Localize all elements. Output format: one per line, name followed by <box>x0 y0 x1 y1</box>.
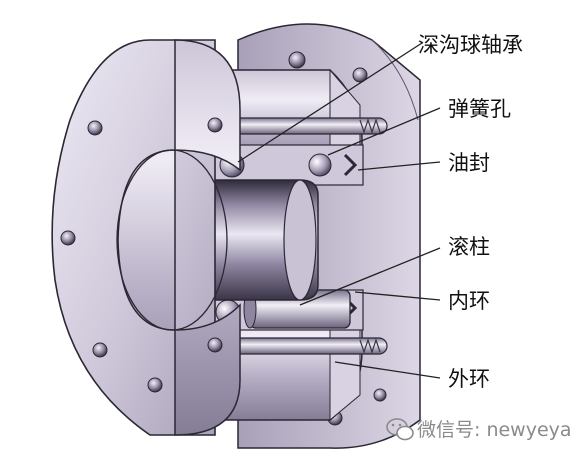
label-deep-groove-ball-bearing: 深沟球轴承 <box>418 33 523 57</box>
bolt-hole-icon <box>207 337 223 353</box>
bolt-hole-icon <box>60 230 76 246</box>
watermark-text: 微信号: newyeya <box>417 419 572 441</box>
bolt-hole-icon <box>87 120 103 136</box>
label-oil-seal: 油封 <box>448 151 490 175</box>
bolt-hole-icon <box>147 377 163 393</box>
label-inner-ring: 内环 <box>448 289 490 313</box>
wechat-icon <box>386 418 414 441</box>
leader-lines <box>237 42 441 379</box>
label-roller: 滚柱 <box>448 235 490 259</box>
front-flange <box>51 39 241 436</box>
leader-line-bearing <box>237 42 423 163</box>
leader-line-spring-hole <box>327 107 441 156</box>
watermark: 微信号: newyeya <box>386 418 572 441</box>
leader-line-roller <box>299 247 441 306</box>
spring-hole <box>211 117 388 355</box>
bolt-hole-icon <box>207 117 223 133</box>
leader-line-oil-seal <box>357 161 441 171</box>
bolt-hole-icon <box>352 67 368 83</box>
label-spring-hole: 弹簧孔 <box>448 97 511 121</box>
leader-line-inner-ring <box>354 291 441 301</box>
label-outer-ring: 外环 <box>448 367 490 391</box>
bolt-hole-icon <box>373 388 387 402</box>
leader-line-outer-ring <box>334 361 441 379</box>
bolt-hole-icon <box>92 342 108 358</box>
bolt-hole-icon <box>288 51 306 69</box>
ball-icon <box>308 153 332 177</box>
